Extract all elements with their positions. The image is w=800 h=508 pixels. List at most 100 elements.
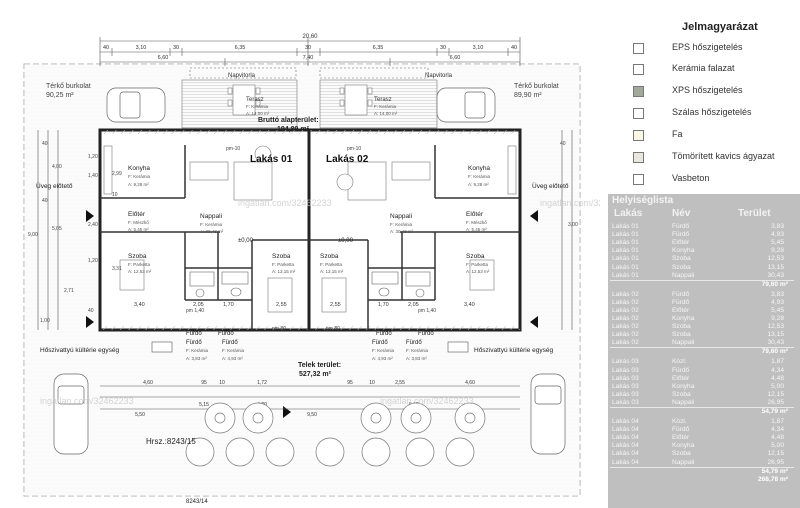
furdo-1-name: Fürdő bbox=[186, 340, 202, 346]
cell-nev: Közl. bbox=[672, 418, 687, 425]
cell-lakas: Lakás 03 bbox=[612, 398, 639, 406]
cell-terulet: 12,15 bbox=[767, 390, 784, 398]
wall-dim-2: 1,40 bbox=[88, 173, 98, 179]
szoba-01b-name: Szoba bbox=[272, 253, 291, 260]
wall-dim-6: 1,20 bbox=[88, 258, 98, 264]
terrace-left-area: A: 14,00 m² bbox=[246, 111, 270, 116]
dim-bottom-6: 10 bbox=[369, 380, 375, 386]
cell-terulet: 12,15 bbox=[767, 450, 784, 458]
level-marker-2: ±0,00 bbox=[338, 238, 354, 244]
furdo-b2: Fürdő bbox=[218, 331, 234, 337]
legend-label: Kerámia falazat bbox=[672, 63, 735, 73]
furdo-2-mat: F: Kerámia bbox=[222, 348, 245, 353]
legend-label: Vasbeton bbox=[672, 173, 710, 183]
side-dims: 40 4,00 40 5,05 40 9,00 3,00 bbox=[28, 141, 578, 238]
table-caption: Helyiséglista bbox=[612, 195, 674, 206]
konyha-02-area: A: 9,28 m² bbox=[468, 182, 489, 187]
cell-lakas: Lakás 01 bbox=[612, 247, 639, 255]
cell-terulet: 13,15 bbox=[767, 331, 784, 339]
cell-terulet: 30,43 bbox=[767, 271, 784, 279]
nappali-02-area: A: 30,43 m² bbox=[390, 229, 414, 234]
cell-nev: Nappali bbox=[672, 398, 695, 406]
legend: Jelmagyarázat EPS hőszigetelés Kerámia f… bbox=[608, 0, 800, 190]
cell-nev: Konyha bbox=[672, 382, 695, 390]
room-dim-1: 3,40 bbox=[134, 302, 145, 308]
cell-nev: Szoba bbox=[672, 263, 691, 271]
cell-nev: Közl. bbox=[672, 358, 687, 366]
legend-item: Fa bbox=[608, 129, 800, 143]
table-total: 268,78 m² bbox=[757, 475, 788, 483]
brutto-value: 194,89 m² bbox=[277, 126, 310, 133]
top-dimensions bbox=[99, 37, 521, 66]
cell-lakas: Lakás 01 bbox=[612, 239, 639, 247]
terrace-right-mat: F: Kerámia bbox=[374, 104, 397, 109]
dim-bottom-5: 95 bbox=[347, 380, 353, 386]
wall-dim-8: 2,71 bbox=[64, 288, 74, 294]
room-dim-2: 2,05 bbox=[193, 302, 204, 308]
dim-top-6: 6,35 bbox=[373, 45, 384, 51]
overall-dimension: 20,60 bbox=[302, 34, 318, 40]
konyha-02-mat: F: Kerámia bbox=[468, 174, 491, 179]
brutto-label: Bruttó alapterület: bbox=[258, 117, 319, 124]
cell-terulet: 3,83 bbox=[771, 290, 784, 298]
cell-lakas: Lakás 01 bbox=[612, 271, 639, 279]
legend-item: Vasbeton bbox=[608, 173, 800, 187]
szoba-01b-area: A: 13,15 m² bbox=[272, 269, 296, 274]
cell-terulet: 4,93 bbox=[771, 298, 784, 306]
room-dim-8: 3,40 bbox=[464, 302, 475, 308]
room-dim-5: 2,55 bbox=[330, 302, 341, 308]
table-header-lakas: Lakás bbox=[614, 208, 643, 219]
dim-top-7: 30 bbox=[440, 45, 446, 51]
dim-bottom-1: 4,60 bbox=[143, 380, 153, 386]
furdo-3-area: A: 4,93 m² bbox=[372, 356, 393, 361]
hrsz-label: Hrsz.:8243/15 bbox=[146, 437, 196, 446]
building-walls bbox=[98, 128, 522, 332]
side-dim-3: 40 bbox=[42, 198, 48, 204]
floor-plan: 20,60 40 3,10 30 6,35 30 6,35 30 3,10 40… bbox=[23, 34, 600, 505]
cell-nev: Szoba bbox=[672, 450, 691, 458]
szoba-02b-mat: F: Parketta bbox=[466, 262, 489, 267]
dim-top-9: 40 bbox=[511, 45, 517, 51]
pm-top-left: pm-10 bbox=[226, 146, 240, 152]
cell-terulet: 5,00 bbox=[771, 442, 784, 450]
legend-item: Szálas hőszigetelés bbox=[608, 107, 800, 121]
eloter-01-area: A: 5,45 m² bbox=[128, 227, 149, 232]
cell-nev: Előtér bbox=[672, 306, 690, 314]
cell-lakas: Lakás 03 bbox=[612, 358, 639, 366]
hrsz-bottom-label: 8243/14 bbox=[186, 499, 208, 505]
bathroom-fixtures bbox=[189, 271, 431, 298]
furdo-4-area: A: 3,83 m² bbox=[406, 356, 427, 361]
furdo-4-mat: F: Kerámia bbox=[406, 348, 429, 353]
terrace-left-mat: F: Kerámia bbox=[246, 104, 269, 109]
cell-nev: Konyha bbox=[672, 247, 695, 255]
cell-lakas: Lakás 01 bbox=[612, 255, 639, 263]
cell-nev: Előtér bbox=[672, 239, 690, 247]
group-sum: 79,60 m² bbox=[761, 280, 788, 288]
szoba-01b-mat: F: Parketta bbox=[272, 262, 295, 267]
hoszivattyu-right: Hőszivattyú kültérie egység bbox=[474, 347, 554, 354]
cell-terulet: 12,53 bbox=[767, 255, 784, 263]
group-sum: 54,79 m² bbox=[761, 467, 788, 475]
terko-right-name: Térkő burkolat bbox=[514, 83, 559, 90]
dim-top-2: 3,10 bbox=[136, 45, 147, 51]
pm-top-right: pm-10 bbox=[347, 146, 361, 152]
legend-item: Kerámia falazat bbox=[608, 63, 800, 77]
terrace-left-name: Terasz bbox=[246, 97, 264, 103]
eloter-01-name: Előtér bbox=[128, 211, 146, 218]
szoba-02a-mat: F: Parketta bbox=[320, 262, 343, 267]
cell-nev: Nappali bbox=[672, 271, 695, 279]
cell-lakas: Lakás 02 bbox=[612, 339, 639, 347]
eloter-02-area: A: 5,45 m² bbox=[466, 227, 487, 232]
cell-nev: Konyha bbox=[672, 315, 695, 322]
szoba-01a-mat: F: Parketta bbox=[128, 262, 151, 267]
dim-top-b3: 6,60 bbox=[450, 55, 461, 61]
cell-lakas: Lakás 04 bbox=[612, 426, 639, 434]
